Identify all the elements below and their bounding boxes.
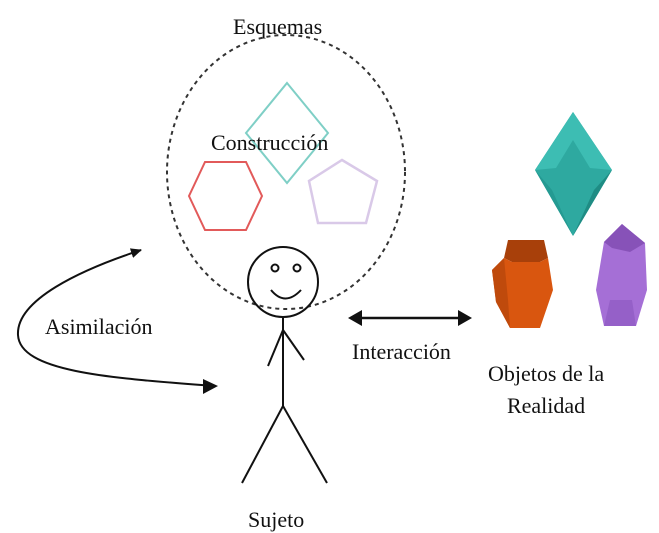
- construccion-label: Construcción: [211, 130, 329, 155]
- esquemas-label: Esquemas: [233, 14, 323, 39]
- sujeto-label: Sujeto: [248, 507, 305, 532]
- pentagon-outline-icon: [307, 158, 379, 225]
- subject-left-leg: [241, 405, 284, 484]
- subject-head: [247, 246, 319, 318]
- objetos-label-line1: Objetos de la: [488, 361, 605, 386]
- subject-smile: [270, 289, 302, 300]
- objetos-label-line2: Realidad: [506, 393, 586, 418]
- interaction-double-arrow: [348, 310, 472, 326]
- assimilation-arrow: [16, 248, 215, 387]
- orange-prism-object-icon: [492, 240, 553, 328]
- purple-pentagon-object-icon: [596, 224, 647, 326]
- interaccion-label: Interacción: [352, 339, 451, 364]
- assimilation-arrowhead-bottom: [203, 379, 218, 394]
- asimilacion-label: Asimilación: [45, 314, 153, 339]
- subject-right-arm: [282, 329, 305, 361]
- hexagon-outline-icon: [187, 161, 264, 231]
- objetos-realidad-label: Objetos de la Realidad: [488, 358, 604, 422]
- schemas-circle: [166, 34, 406, 310]
- subject-right-eye: [292, 263, 302, 273]
- subject-left-arm: [267, 329, 284, 367]
- diamond-outline-icon: [244, 81, 330, 185]
- subject-right-leg: [282, 405, 328, 484]
- subject-stick-figure: [241, 246, 328, 484]
- teal-crystal-object-icon: [535, 112, 612, 236]
- subject-left-eye: [270, 263, 280, 273]
